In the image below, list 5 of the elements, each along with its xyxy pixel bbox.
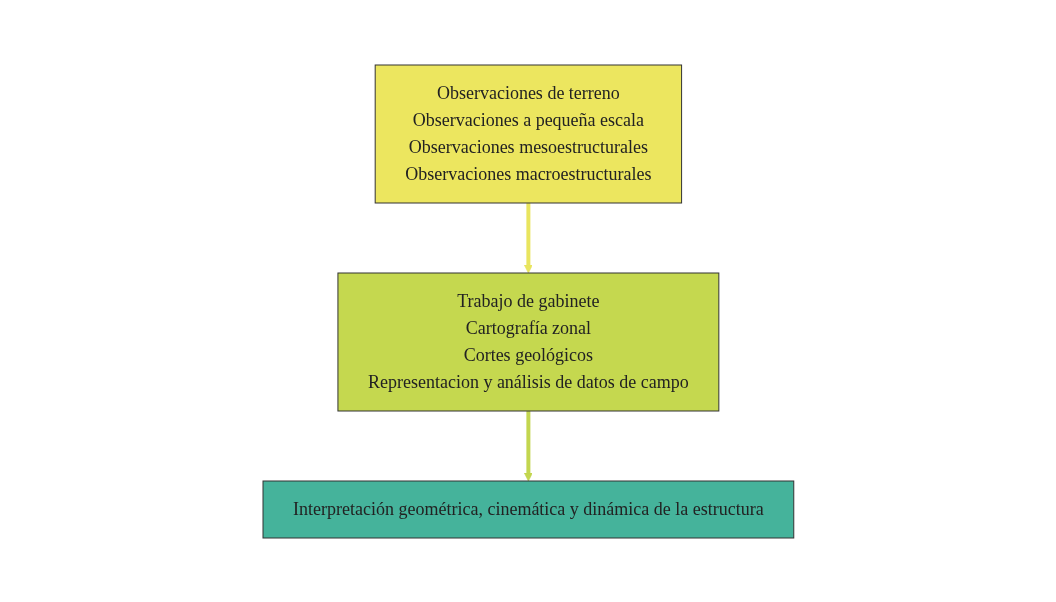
arrow (523, 202, 533, 273)
node-box: Observaciones de terreno Observaciones a pequeña escala Observaciones mesoestructurales Observaciones macroestructurales (374, 64, 682, 203)
arrow (523, 410, 533, 481)
node-box: Trabajo de gabinete Cartografía zonal Cortes geológicos Representacion y análisis de datos de campo (337, 272, 719, 411)
node-box: Interpretación geométrica, cinemática y dinámica de la estructura (262, 480, 794, 538)
